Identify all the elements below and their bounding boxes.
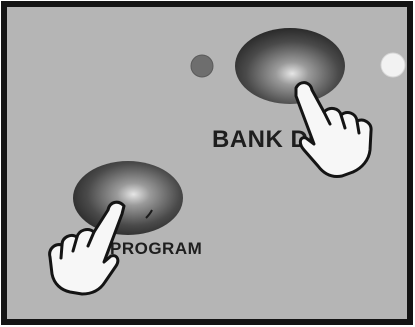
program-button-shade: [145, 209, 153, 219]
program-label: PROGRAM: [110, 239, 203, 258]
pointing-hand-icon: [48, 200, 126, 296]
bank-down-button[interactable]: [235, 28, 345, 104]
pointing-hand-icon: [294, 81, 373, 178]
indicator-led-left: [190, 54, 214, 78]
program-button[interactable]: [73, 161, 183, 235]
indicator-led-right: [380, 52, 406, 78]
